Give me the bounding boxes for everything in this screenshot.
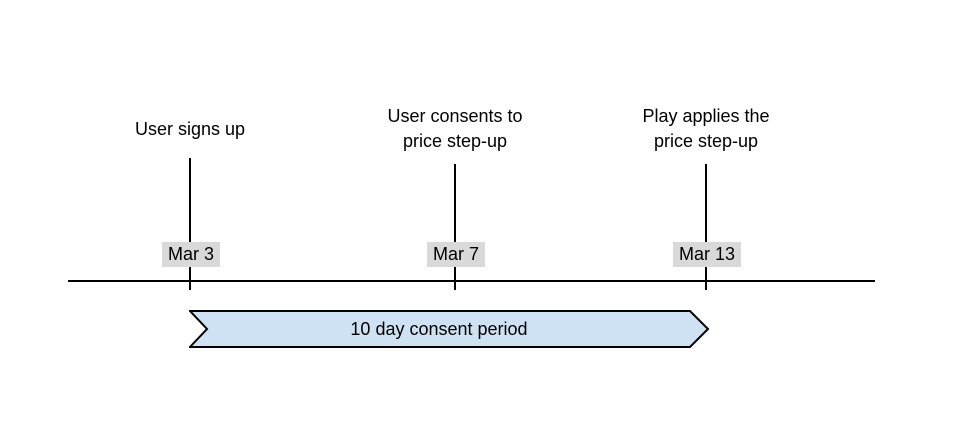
event-label-consent: User consents to price step-up — [387, 106, 523, 151]
event-tick-consent — [454, 164, 456, 290]
event-label-signup: User signs up — [134, 119, 246, 139]
consent-period-label: 10 day consent period — [350, 318, 528, 339]
consent-period-arrow-shape — [189, 310, 710, 348]
event-date-badge-signup: Mar 3 — [161, 242, 221, 267]
event-date-badge-apply: Mar 13 — [672, 242, 742, 267]
event-label-apply: Play applies the price step-up — [642, 106, 770, 151]
event-tick-apply — [705, 164, 707, 290]
consent-period-band — [189, 310, 710, 348]
event-tick-signup — [189, 158, 191, 290]
timeline-axis — [68, 280, 875, 282]
event-date-badge-consent: Mar 7 — [426, 242, 486, 267]
